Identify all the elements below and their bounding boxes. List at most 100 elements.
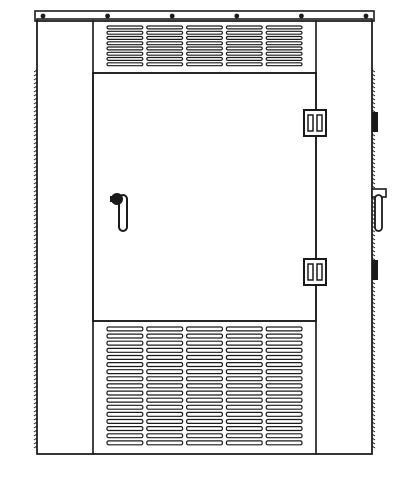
bolt-icon bbox=[105, 13, 110, 19]
edge-hatch-tick bbox=[33, 409, 38, 413]
edge-hatch-tick bbox=[33, 109, 38, 113]
louver-vent-icon bbox=[265, 41, 303, 46]
louver-vent-icon bbox=[106, 404, 144, 410]
edge-hatch-tick bbox=[33, 229, 38, 233]
louver-vent-icon bbox=[146, 418, 184, 425]
edge-hatch-tick bbox=[33, 353, 38, 357]
louver-vent-icon bbox=[225, 326, 263, 332]
edge-hatch-tick bbox=[33, 381, 38, 385]
edge-hatch-tick bbox=[33, 209, 38, 213]
edge-hatch-tick bbox=[33, 393, 38, 397]
edge-hatch-tick bbox=[33, 337, 38, 341]
edge-hatch-tick bbox=[33, 237, 38, 241]
edge-hatch-tick bbox=[33, 345, 38, 349]
louver-vent-icon bbox=[186, 354, 224, 361]
edge-hatch-tick bbox=[33, 217, 38, 221]
edge-hatch-tick bbox=[33, 377, 38, 381]
louver-vent-icon bbox=[106, 362, 144, 368]
edge-hatch-tick bbox=[33, 437, 38, 441]
cabinet-body bbox=[36, 18, 373, 455]
louver-vent-icon bbox=[106, 347, 144, 353]
edge-hatch-tick bbox=[33, 193, 38, 197]
edge-hatch-tick bbox=[33, 417, 38, 421]
edge-hatch-tick bbox=[371, 305, 376, 309]
louver-vent-icon bbox=[106, 390, 144, 396]
edge-hatch-tick bbox=[33, 93, 38, 97]
edge-hatch-tick bbox=[371, 309, 376, 313]
louver-vent-icon bbox=[225, 62, 263, 67]
edge-hatch-tick bbox=[33, 73, 38, 77]
louver-vent-icon bbox=[146, 426, 184, 432]
edge-hatch-tick bbox=[371, 377, 376, 381]
edge-hatch-tick bbox=[371, 245, 376, 249]
edge-hatch-tick bbox=[33, 169, 38, 173]
louver-vent-icon bbox=[186, 362, 224, 368]
edge-hatch-tick bbox=[371, 329, 376, 333]
edge-hatch-tick bbox=[33, 189, 38, 193]
edge-hatch-tick bbox=[33, 293, 38, 297]
louver-vent-icon bbox=[106, 25, 144, 30]
louver-vent-icon bbox=[186, 418, 224, 425]
louver-vent-icon bbox=[106, 397, 144, 403]
louver-vent-icon bbox=[265, 340, 303, 346]
edge-hatch-tick bbox=[371, 425, 376, 429]
louver-vent-icon bbox=[225, 411, 263, 417]
edge-hatch-tick bbox=[371, 281, 376, 285]
edge-hatch-tick bbox=[371, 241, 376, 245]
edge-hatch-tick bbox=[33, 261, 38, 265]
edge-hatch-tick bbox=[33, 289, 38, 293]
louver-vent-icon bbox=[225, 51, 263, 56]
louver-vent-icon bbox=[146, 25, 184, 30]
edge-hatch-tick bbox=[371, 413, 376, 417]
louver-vent-icon bbox=[106, 369, 144, 375]
louver-vent-icon bbox=[146, 62, 184, 67]
louver-vent-icon bbox=[225, 433, 263, 439]
louver-vent-icon bbox=[186, 426, 224, 432]
edge-hatch-tick bbox=[33, 149, 38, 153]
edge-hatch-tick bbox=[371, 73, 376, 77]
edge-hatch-tick bbox=[371, 417, 376, 421]
louver-vent-icon bbox=[186, 30, 224, 35]
edge-hatch-tick bbox=[371, 81, 376, 85]
louver-vent-icon bbox=[106, 30, 144, 35]
edge-hatch-tick bbox=[33, 385, 38, 389]
handle-icon bbox=[371, 188, 387, 232]
louver-vent-icon bbox=[106, 433, 144, 439]
louver-vent-icon bbox=[146, 397, 184, 403]
edge-hatch-tick bbox=[33, 433, 38, 437]
bolt-icon bbox=[169, 13, 175, 19]
edge-hatch-tick bbox=[371, 233, 376, 237]
louver-vent-icon bbox=[106, 333, 144, 339]
edge-hatch-tick bbox=[33, 445, 38, 449]
edge-hatch-tick bbox=[371, 313, 376, 317]
edge-hatch-tick bbox=[371, 253, 376, 257]
edge-hatch-tick bbox=[33, 373, 38, 377]
louver-vent-icon bbox=[186, 397, 224, 403]
edge-hatch-tick bbox=[371, 433, 376, 437]
louver-vent-icon bbox=[146, 326, 184, 332]
louver-vent-icon bbox=[186, 369, 224, 375]
louver-vent-icon bbox=[265, 51, 303, 56]
edge-hatch-tick bbox=[371, 97, 376, 101]
edge-hatch-tick bbox=[33, 117, 38, 121]
edge-hatch-tick bbox=[33, 317, 38, 321]
edge-hatch-tick bbox=[371, 337, 376, 341]
louver-vent-icon bbox=[265, 333, 303, 339]
edge-hatch-tick bbox=[371, 105, 376, 109]
edge-hatch-tick bbox=[33, 389, 38, 393]
louver-vent-icon bbox=[225, 404, 263, 410]
edge-hatch-tick bbox=[33, 113, 38, 117]
edge-hatch-tick bbox=[371, 441, 376, 445]
edge-hatch-tick bbox=[33, 325, 38, 329]
edge-hatch-tick bbox=[33, 225, 38, 229]
louver-vent-icon bbox=[225, 347, 263, 353]
louver-vent-icon bbox=[146, 46, 184, 51]
edge-hatch-tick bbox=[371, 77, 376, 81]
louver-vent-icon bbox=[186, 62, 224, 67]
edge-hatch-tick bbox=[33, 413, 38, 417]
louver-vent-icon bbox=[225, 35, 263, 41]
edge-hatch-tick bbox=[371, 149, 376, 153]
louver-vent-icon bbox=[265, 440, 303, 446]
edge-hatch-tick bbox=[33, 77, 38, 81]
edge-hatch-tick bbox=[33, 185, 38, 189]
